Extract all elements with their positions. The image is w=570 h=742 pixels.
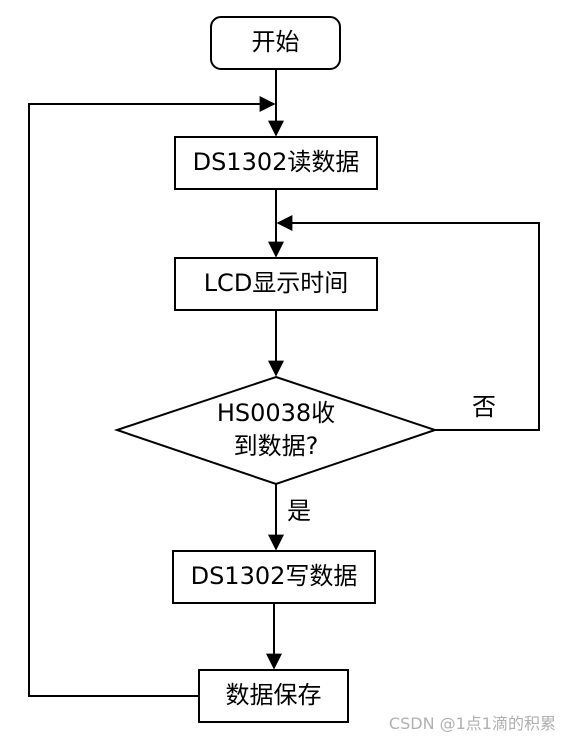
- save-node-label: 数据保存: [226, 681, 322, 709]
- decision-node: [113, 375, 439, 486]
- decision-node-label-line2: 到数据?: [234, 432, 319, 460]
- read-node: [174, 136, 378, 190]
- edge-save-loop-to-read: [28, 96, 276, 697]
- decision-node-label-line1: HS0038收: [217, 399, 335, 427]
- write-node: [172, 550, 376, 604]
- read-node-label: DS1302读数据: [193, 148, 360, 176]
- display-node: [174, 257, 378, 311]
- start-node-label: 开始: [252, 28, 300, 56]
- save-node: [198, 669, 349, 723]
- write-node-label: DS1302写数据: [191, 562, 358, 590]
- display-node-label: LCD显示时间: [204, 269, 349, 297]
- edge-decision-no-loop: [276, 215, 540, 431]
- edge-label-yes: 是: [287, 497, 311, 525]
- edge-label-no: 否: [472, 393, 496, 421]
- watermark: CSDN @1点1滴的积累: [388, 714, 556, 733]
